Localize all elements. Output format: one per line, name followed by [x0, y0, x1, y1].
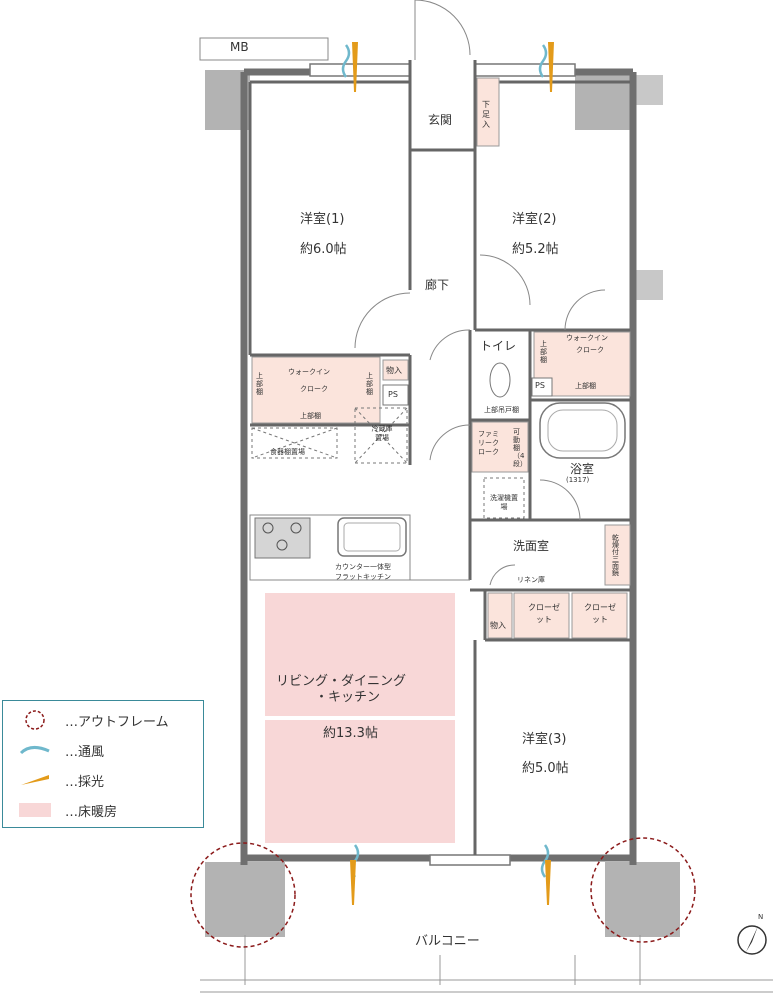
wic1-joubu-bottom: 上部棚 [300, 412, 321, 420]
ldk-size: 約13.3帖 [323, 726, 378, 741]
wic2-box [533, 331, 631, 397]
linen-label: リネン庫 [517, 576, 545, 584]
monoire2-label: 物入 [490, 621, 506, 630]
outframe-right-circle [590, 837, 696, 943]
room2-size: 約5.2帖 [512, 242, 559, 257]
corridor-label: 廊下 [425, 278, 450, 292]
monoire1-label: 物入 [386, 366, 402, 375]
room3-name: 洋室(3) [522, 732, 567, 747]
toilet-label: トイレ [480, 339, 517, 353]
wic1-joubu-right: 上部棚 [366, 372, 373, 396]
closet1-box [513, 592, 570, 639]
wave-icon [15, 739, 55, 761]
wic2-title: ウォークイン [566, 334, 608, 342]
ldk-line-2: ・キッチン [315, 690, 381, 705]
light-marks [350, 42, 554, 905]
wic1-title: ウォークイン [288, 368, 330, 376]
balcony-label: バルコニー [415, 934, 480, 949]
legend-label: …床暖房 [65, 804, 118, 820]
wic2-joubu-left: 上部棚 [540, 340, 547, 364]
floor-heating-2 [265, 720, 455, 843]
kitchen-sink [337, 517, 407, 557]
closet2-box [571, 592, 628, 639]
kitchen-note-1: カウンター一体型 [335, 563, 391, 571]
legend-label: …採光 [65, 774, 105, 790]
light-ray-icon [15, 769, 55, 791]
kansou-box [604, 524, 631, 586]
kansou-label: 乾燥付三面鏡 [612, 534, 619, 577]
shokkidana-label: 食器棚置場 [270, 448, 305, 456]
north-label: N [758, 913, 764, 921]
monoire2-box [487, 592, 513, 639]
column-right-edge2 [633, 270, 663, 300]
wic1-joubu-left: 上部棚 [256, 372, 263, 396]
wic1-box [251, 356, 381, 424]
bath-label: 浴室 [570, 462, 595, 476]
closet1-label: クローゼット [528, 603, 560, 624]
family-closet-label: ファミリークローク [478, 430, 499, 456]
geta-box [476, 77, 500, 147]
room3-size: 約5.0帖 [522, 761, 569, 776]
kadou-dana-label: 可動棚（4段） [513, 428, 527, 468]
legend-label: …通風 [65, 744, 105, 760]
reizouko-label: 冷蔵庫置場 [371, 425, 393, 442]
legend-label: …アウトフレーム [65, 714, 169, 730]
kitchen-note-2: フラットキッチン [335, 573, 391, 581]
legend-item: …床暖房 [15, 799, 117, 821]
wic1-sub: クローク [300, 385, 328, 393]
outframe-left-circle [190, 842, 296, 948]
ps1-label: PS [388, 390, 398, 399]
genkan-label: 玄関 [428, 113, 453, 127]
stove [254, 517, 311, 559]
dashed-circle-icon [15, 709, 55, 731]
family-closet-box [471, 421, 529, 473]
bath-size: (1317) [566, 476, 590, 484]
room2-name: 洋室(2) [512, 212, 557, 227]
column-top-right [575, 70, 633, 130]
bathtub [539, 402, 626, 459]
column-right-edge [633, 75, 663, 105]
legend-item: …採光 [15, 769, 104, 791]
pink-swatch-icon [15, 799, 55, 821]
toilet-bowl [489, 362, 511, 398]
wic2-sub: クローク [576, 346, 604, 354]
geta-label: 下足入 [482, 100, 490, 129]
room1-size: 約6.0帖 [300, 242, 347, 257]
legend-item: …通風 [15, 739, 104, 761]
legend: …アウトフレーム …通風 …採光 …床暖房 [2, 700, 204, 828]
ps2-label: PS [535, 381, 545, 390]
mb-area [199, 37, 329, 61]
room1-name: 洋室(1) [300, 212, 345, 227]
floor-heating-1 [265, 593, 455, 716]
washing-machine-label: 洗濯機置場 [490, 494, 518, 511]
column-bottom-left [205, 862, 285, 937]
monoire1-box [382, 359, 409, 381]
north-compass [737, 925, 767, 955]
ldk-line-1: リビング・ダイニング [276, 674, 407, 689]
mb-label: MB [230, 40, 249, 54]
toilet-joubu-label: 上部吊戸棚 [484, 406, 519, 414]
senmen-label: 洗面室 [513, 539, 550, 553]
wic2-joubu-bottom: 上部棚 [575, 382, 596, 390]
column-bottom-right [605, 862, 680, 937]
closet2-label: クローゼット [584, 603, 616, 624]
legend-item: …アウトフレーム [15, 709, 169, 731]
